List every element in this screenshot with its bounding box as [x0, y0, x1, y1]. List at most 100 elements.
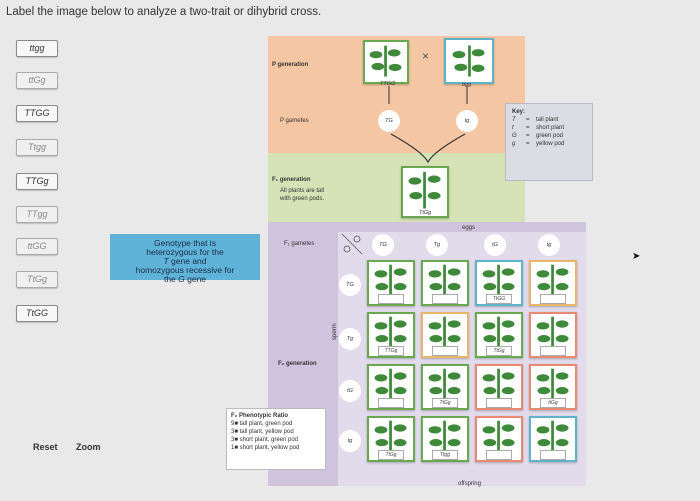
genotype-slot[interactable]: TtGg: [378, 450, 404, 460]
genotype-drop-target[interactable]: Genotype that is heterozygous for the T …: [110, 234, 260, 284]
cross-symbol: ×: [422, 49, 430, 63]
genotype-slot[interactable]: [540, 346, 566, 356]
key-row: g=yellow pod: [512, 141, 565, 147]
reset-button[interactable]: Reset: [33, 442, 58, 452]
instruction-text: Label the image below to analyze a two-t…: [6, 6, 322, 18]
key-row: T=tall plant: [512, 117, 559, 123]
genotype-slot[interactable]: [486, 450, 512, 460]
key-row: G=green pod: [512, 133, 564, 139]
genotype-slot[interactable]: [432, 346, 458, 356]
genotype-slot[interactable]: TtGG: [486, 294, 512, 304]
f1-generation-label: F₁ generation: [272, 177, 311, 183]
p-gametes-label: P gametes: [280, 118, 309, 124]
plant-icon: [452, 45, 485, 77]
label-chip-TtGg[interactable]: TtGg: [16, 271, 58, 288]
sperm-gamete-2: tG: [339, 380, 361, 402]
plant-icon: [374, 264, 407, 296]
parent2-genotype: ttgg: [462, 82, 472, 88]
ratio-line: 3■ short plant, green pod: [231, 437, 299, 443]
genotype-slot[interactable]: ttGg: [540, 398, 566, 408]
genotype-slot[interactable]: [378, 398, 404, 408]
f1-generation-panel: [268, 153, 525, 222]
parent1-genotype: TTGG: [380, 81, 396, 87]
sperm-label: sperm: [332, 323, 338, 340]
mouse-cursor-icon: ➤: [632, 251, 641, 262]
label-chip-Ttgg[interactable]: Ttgg: [16, 139, 58, 156]
f1-description-line2: with green pods.: [280, 196, 325, 202]
label-chip-ttgg[interactable]: ttgg: [16, 40, 58, 57]
tooltip-line: Genotype that is: [154, 238, 216, 248]
plant-icon: [536, 264, 569, 296]
tooltip-line: homozygous recessive for: [135, 265, 235, 275]
f1-description-line1: All plants are tall: [280, 188, 325, 194]
f2-plant-r1c1: [421, 312, 469, 358]
genotype-slot[interactable]: [540, 450, 566, 460]
genotype-slot[interactable]: TtGg: [486, 346, 512, 356]
gender-symbols-icon: [341, 233, 363, 255]
f2-plant-r0c1: [421, 260, 469, 306]
label-chip-TTGG[interactable]: TTGG: [16, 105, 58, 122]
tooltip-line: heterozygous for the: [146, 247, 224, 257]
sperm-gamete-1: Tg: [339, 328, 361, 350]
genotype-slot[interactable]: [432, 294, 458, 304]
genotype-slot[interactable]: TtGg: [432, 398, 458, 408]
phenotypic-ratio-box: F₂ Phenotypic Ratio 9■ tall plant, green…: [226, 408, 326, 470]
key-panel: Key: T=tall plant t=short plant G=green …: [505, 103, 593, 181]
f2-plant-r1c2: [475, 312, 523, 358]
egg-gamete-0: TG: [372, 234, 394, 256]
ratio-line: 1■ short plant, yellow pod: [231, 445, 300, 451]
genotype-slot[interactable]: TTGg: [378, 346, 404, 356]
plant-icon: [536, 368, 569, 400]
tooltip-line: T gene and: [163, 256, 207, 266]
genotype-slot[interactable]: [540, 294, 566, 304]
genotype-slot[interactable]: [486, 398, 512, 408]
key-row: t=short plant: [512, 125, 565, 131]
f2-generation-label: F₂ generation: [278, 361, 317, 367]
genotype-slot[interactable]: Ttgg: [432, 450, 458, 460]
plant-icon: [374, 316, 407, 348]
f1-plant: [401, 166, 449, 218]
egg-gamete-3: tg: [538, 234, 560, 256]
genotype-slot[interactable]: [378, 294, 404, 304]
plant-icon: [428, 368, 461, 400]
ratio-title: F₂ Phenotypic Ratio: [231, 413, 289, 419]
sperm-gamete-0: TG: [339, 274, 361, 296]
cross-arrows: [388, 86, 468, 164]
plant-icon: [482, 264, 515, 296]
p-generation-label: P generation: [272, 62, 309, 68]
plant-icon: [536, 420, 569, 452]
plant-icon: [374, 368, 407, 400]
f2-plant-r3c3: [529, 416, 577, 462]
label-chip-ttGG[interactable]: ttGG: [16, 238, 58, 255]
plant-icon: [374, 420, 407, 452]
egg-gamete-2: tG: [484, 234, 506, 256]
plant-icon: [482, 368, 515, 400]
ratio-line: 3■ tall plant, yellow pod: [231, 429, 294, 435]
tooltip-line: the G gene: [163, 274, 207, 284]
plant-icon: [482, 316, 515, 348]
parent-plant-ttgg: [444, 38, 494, 84]
parent-plant-TTGG: [363, 40, 409, 84]
sperm-gamete-3: tg: [339, 430, 361, 452]
label-chip-TTGg[interactable]: TTGg: [16, 173, 58, 190]
f1-gametes-label: F₁ gametes: [284, 241, 315, 247]
label-chip-TtGG[interactable]: TtGG: [16, 305, 58, 322]
eggs-label: eggs: [462, 225, 476, 231]
egg-gamete-1: Tg: [426, 234, 448, 256]
plant-icon: [428, 316, 461, 348]
plant-icon: [408, 171, 441, 209]
plant-icon: [369, 45, 402, 77]
p-gamete-tg: tg: [456, 110, 478, 132]
label-chip-ttGg[interactable]: ttGg: [16, 72, 58, 89]
plant-icon: [482, 420, 515, 452]
key-title: Key:: [512, 109, 526, 115]
f1-genotype: TtGg: [419, 210, 432, 216]
label-chip-TTgg[interactable]: TTgg: [16, 206, 58, 223]
plant-icon: [428, 264, 461, 296]
plant-icon: [428, 420, 461, 452]
ratio-line: 9■ tall plant, green pod: [231, 421, 293, 427]
zoom-button[interactable]: Zoom: [76, 442, 101, 452]
plant-icon: [536, 316, 569, 348]
p-gamete-TG: TG: [378, 110, 400, 132]
offspring-label: offspring: [458, 481, 481, 487]
